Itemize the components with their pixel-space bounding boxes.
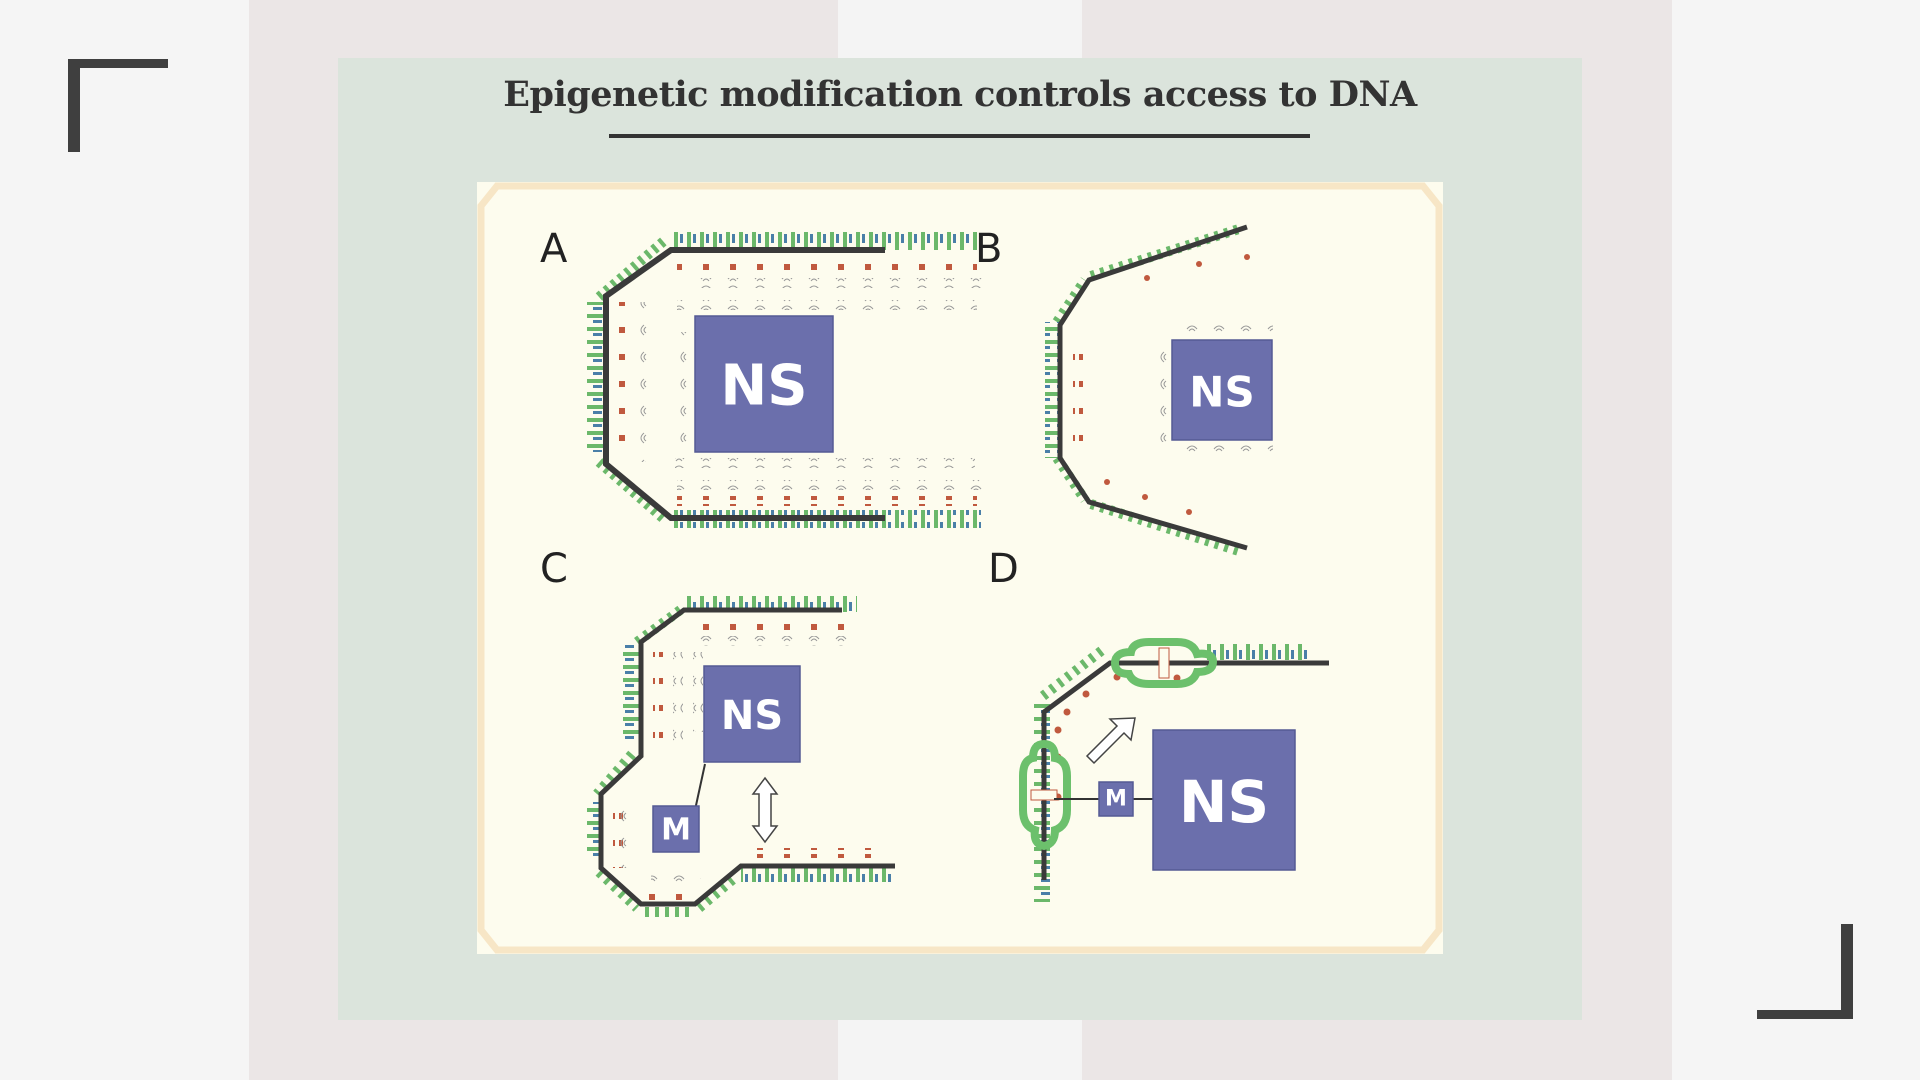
panel-a: A NS — [540, 226, 987, 528]
panel-a-histone-tails — [587, 232, 981, 528]
panel-d-m-label: M — [1105, 787, 1127, 812]
panel-d-m-box — [1098, 781, 1134, 817]
panel-d: D M NS — [988, 546, 1329, 902]
bottom-right-corner-bracket — [1757, 924, 1853, 1019]
double-headed-arrow-icon — [751, 776, 779, 844]
panel-c-tether-line — [694, 763, 706, 811]
panel-b: B NS — [975, 223, 1273, 557]
panel-c-dna-strand — [598, 607, 895, 907]
bottom-center-strip — [838, 1020, 1082, 1080]
panel-a-dna-strand — [603, 247, 885, 521]
panel-letter-c: C — [540, 546, 568, 592]
panel-b-ns-box — [1171, 339, 1273, 441]
panel-a-ns-box — [694, 315, 834, 453]
panel-c-ns-label: NS — [721, 693, 783, 739]
figure-border — [477, 182, 1443, 954]
slide-title: Epigenetic modification controls access … — [503, 74, 1417, 115]
top-center-strip — [838, 0, 1082, 60]
panel-c: C NS M — [540, 546, 895, 917]
panel-d-ns-box — [1152, 729, 1296, 871]
panel-letter-b: B — [975, 226, 1002, 272]
epigenetic-diagram: A NS B — [477, 182, 1443, 954]
title-underline — [609, 134, 1310, 138]
panel-d-ns-label: NS — [1179, 768, 1269, 836]
panel-c-nucleosome-waves — [617, 636, 847, 884]
panel-b-dna-strand — [1057, 224, 1248, 551]
panel-a-ns-label: NS — [720, 354, 807, 419]
panel-a-nucleosome-waves — [637, 278, 987, 490]
panel-c-m-label: M — [661, 813, 691, 848]
panel-a-methyl-marks — [617, 262, 977, 506]
panel-b-methyl-marks — [1073, 254, 1250, 515]
panel-letter-d: D — [988, 546, 1019, 592]
panel-b-nucleosome-waves — [1157, 324, 1273, 454]
panel-b-ns-label: NS — [1189, 368, 1254, 417]
panel-c-ns-box — [703, 665, 801, 763]
diagonal-arrow-icon — [1085, 717, 1136, 765]
top-left-corner-bracket — [68, 59, 168, 152]
panel-letter-a: A — [540, 226, 568, 272]
panel-c-m-box — [652, 805, 700, 853]
panel-d-protein-ring-top — [1110, 638, 1218, 688]
panel-d-protein-ring-left — [1019, 739, 1071, 851]
